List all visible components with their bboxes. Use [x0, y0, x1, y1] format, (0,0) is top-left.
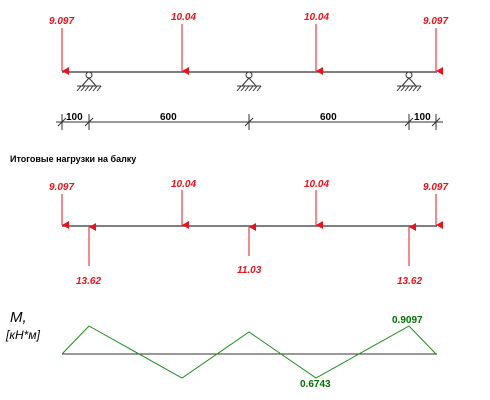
beam-scheme: 9.097 10.04 10.04 9.097 — [49, 12, 448, 92]
result-load-label-1: 9.097 — [49, 182, 74, 193]
moment-diagram: M, [кН*м] 0.9097 0.6743 — [5, 309, 437, 390]
dimension-line — [56, 114, 443, 130]
support-2 — [236, 71, 262, 92]
moment-label-min: 0.6743 — [300, 379, 331, 390]
moment-unit: [кН*м] — [5, 328, 41, 342]
dimension-label-2: 600 — [160, 112, 177, 123]
reaction-label-1: 13.62 — [76, 276, 101, 287]
result-load-label-3: 10.04 — [304, 179, 329, 190]
load-label-1: 9.097 — [49, 16, 74, 27]
load-label-2: 10.04 — [171, 12, 196, 23]
result-loads: 9.097 10.04 10.04 9.097 13.62 11.03 13.6… — [49, 179, 448, 287]
result-load-label-2: 10.04 — [171, 179, 196, 190]
load-label-3: 10.04 — [304, 12, 329, 23]
dimension-label-4: 100 — [414, 112, 431, 123]
load-label-4: 9.097 — [423, 16, 448, 27]
support-3 — [396, 71, 422, 92]
moment-symbol: M, — [10, 309, 27, 326]
reaction-label-2: 11.03 — [237, 265, 262, 276]
support-1 — [76, 71, 102, 92]
result-load-label-4: 9.097 — [423, 182, 448, 193]
moment-label-max: 0.9097 — [392, 315, 423, 326]
section-title: Итоговые нагрузки на балку — [10, 154, 136, 164]
reaction-label-3: 13.62 — [397, 276, 422, 287]
dimension-label-1: 100 — [66, 112, 83, 123]
dimension-label-3: 600 — [320, 112, 337, 123]
moment-curve — [61, 325, 437, 379]
